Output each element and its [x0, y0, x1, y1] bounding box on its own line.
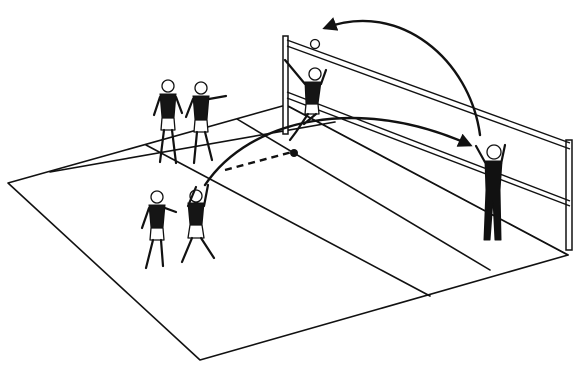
player-shorts — [188, 225, 204, 238]
player-shirt — [160, 94, 176, 118]
player-body — [485, 161, 502, 190]
net-mid-line — [287, 98, 570, 206]
net-post-left — [283, 36, 288, 134]
player-shorts — [150, 228, 164, 240]
pass-arrow — [205, 118, 470, 185]
player-head — [309, 68, 321, 80]
volleyball-icon — [311, 40, 320, 49]
player-head — [195, 82, 207, 94]
player-shirt — [193, 96, 209, 120]
player-head — [162, 80, 174, 92]
player-legs — [194, 132, 212, 163]
player-shirt — [188, 203, 204, 225]
player-head — [487, 145, 501, 159]
player-waiting-3 — [142, 191, 176, 268]
player-legs — [160, 130, 176, 163]
attack-line-left — [146, 145, 430, 296]
player-shorts — [194, 120, 208, 132]
attack-line-right — [237, 119, 490, 270]
net-top-band-inner — [287, 46, 570, 149]
side-line-inner — [50, 122, 335, 172]
player-shorts — [305, 104, 319, 114]
player-legs — [182, 238, 214, 262]
player-shirt — [305, 82, 321, 104]
trajectories — [205, 21, 480, 185]
ball-shadow — [290, 149, 298, 157]
player-setter — [182, 185, 214, 262]
net-bottom-band — [287, 92, 570, 201]
player-shorts — [161, 118, 175, 130]
net-post-right — [566, 140, 572, 250]
player-head — [151, 191, 163, 203]
net — [283, 36, 572, 250]
player-waiting-2 — [186, 82, 226, 163]
player-legs — [146, 240, 163, 268]
player-defender — [476, 145, 505, 240]
player-shirt — [149, 205, 165, 228]
